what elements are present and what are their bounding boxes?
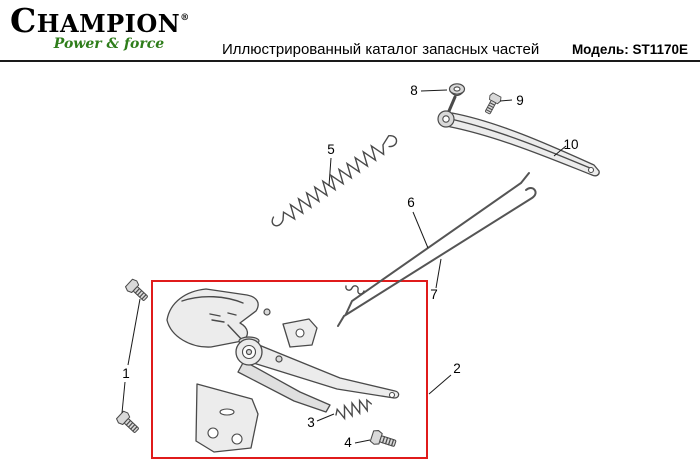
callout-5: 5 — [327, 142, 335, 157]
part-bolt-pair — [114, 277, 152, 437]
control-assembly — [166, 288, 400, 453]
registered-mark: ® — [180, 13, 190, 23]
callout-1: 1 — [122, 366, 130, 381]
logo-text: CHAMPION® — [10, 1, 190, 40]
leader-lines — [316, 89, 567, 444]
parts-diagram: 1 2 3 4 5 6 7 8 9 10 — [114, 83, 600, 459]
part-long-spring — [271, 135, 398, 227]
part-lever-arm — [437, 95, 600, 177]
model-label: Модель: ST1170E — [571, 42, 688, 57]
part-screw — [481, 91, 503, 117]
callout-4: 4 — [344, 435, 352, 450]
page-title: Иллюстрированный каталог запасных частей — [222, 41, 540, 58]
header: CHAMPION® Power & force Иллюстрированный… — [0, 0, 700, 62]
callout-6: 6 — [407, 195, 415, 210]
part-flange-nut — [448, 83, 466, 97]
callout-10: 10 — [563, 137, 578, 152]
part-small-spring — [335, 398, 373, 421]
callout-3: 3 — [307, 415, 315, 430]
part-bolt — [369, 428, 398, 451]
callout-2: 2 — [453, 361, 461, 376]
callout-9: 9 — [516, 93, 524, 108]
callout-8: 8 — [410, 83, 418, 98]
champion-logo: CHAMPION® Power & force — [10, 1, 190, 52]
callout-7: 7 — [430, 287, 438, 302]
part-control-rod-lower — [337, 187, 537, 327]
part-control-rod-upper — [345, 172, 530, 315]
logo-tagline: Power & force — [53, 35, 165, 52]
highlight-box — [151, 280, 428, 459]
